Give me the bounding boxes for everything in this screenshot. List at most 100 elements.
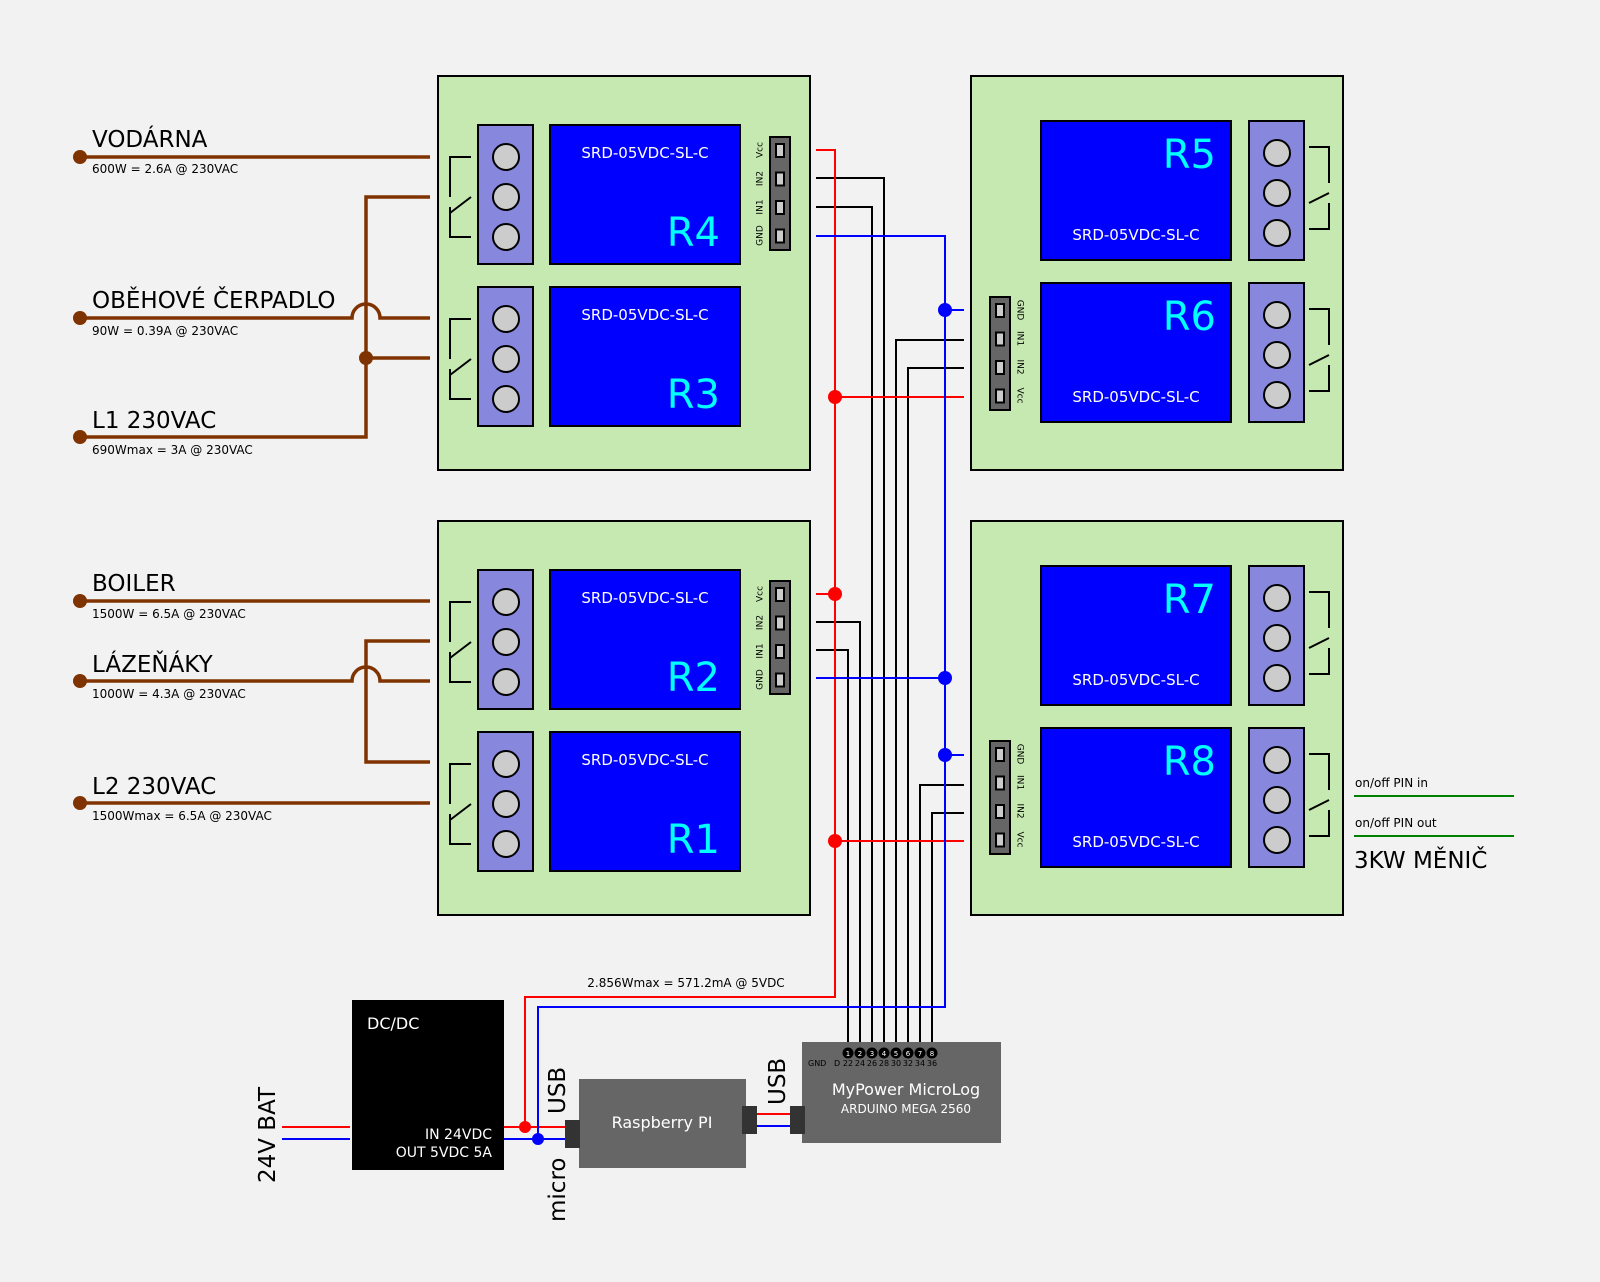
arduino-subtitle: ARDUINO MEGA 2560 bbox=[841, 1102, 971, 1116]
usb-port bbox=[742, 1106, 757, 1134]
screw-terminal bbox=[492, 183, 520, 211]
ac-wiring bbox=[80, 155, 430, 805]
load-l1: L1 230VAC 690Wmax = 3A @ 230VAC bbox=[92, 408, 253, 457]
dcdc-output-spec: OUT 5VDC 5A bbox=[396, 1145, 493, 1161]
terminal-r8 bbox=[1248, 727, 1330, 868]
screw-terminal bbox=[1263, 826, 1291, 854]
relay-label: R6 bbox=[1163, 294, 1216, 340]
relay-label: R1 bbox=[667, 817, 720, 863]
screw-terminal bbox=[1263, 179, 1291, 207]
arduino-pin-number: 6 bbox=[906, 1050, 911, 1058]
header-pin bbox=[995, 804, 1005, 819]
header-pin-label: GND bbox=[1015, 744, 1025, 765]
relay-model-label: SRD-05VDC-SL-C bbox=[1072, 226, 1199, 244]
usb-label-right: USB bbox=[765, 1058, 791, 1105]
header-pin bbox=[995, 747, 1005, 762]
relay-r3: SRD-05VDC-SL-C R3 bbox=[549, 286, 741, 427]
header-pin-label: IN1 bbox=[1015, 331, 1025, 346]
relay-switch-icon bbox=[1308, 308, 1330, 392]
load-spec: 1500Wmax = 6.5A @ 230VAC bbox=[92, 809, 272, 823]
raspberry-pi: Raspberry PI bbox=[565, 1079, 757, 1168]
relay-model-label: SRD-05VDC-SL-C bbox=[581, 751, 708, 769]
arduino-pin: 326 bbox=[866, 1047, 878, 1068]
header-pin-label: IN2 bbox=[1015, 803, 1025, 818]
load-name: BOILER bbox=[92, 571, 176, 597]
header-pin-label: Vcc bbox=[1015, 387, 1025, 403]
arduino-usb-port bbox=[790, 1106, 805, 1134]
power-consumption-note: 2.856Wmax = 571.2mA @ 5VDC bbox=[587, 976, 784, 990]
arduino-pin: 224 bbox=[854, 1047, 866, 1068]
arduino-pin-number: 4 bbox=[882, 1050, 887, 1058]
relay-r2: SRD-05VDC-SL-C R2 bbox=[549, 569, 741, 710]
arduino-pin-label: 22 bbox=[843, 1059, 853, 1068]
screw-terminal bbox=[492, 305, 520, 333]
relay-switch-icon bbox=[449, 318, 472, 400]
header-pin-label: GND bbox=[756, 669, 766, 690]
micro-label: micro bbox=[545, 1158, 571, 1222]
header-pin bbox=[775, 672, 785, 688]
screw-terminal bbox=[1263, 584, 1291, 612]
load-name: L2 230VAC bbox=[92, 774, 216, 800]
inverter-pin-out-label: on/off PIN out bbox=[1355, 816, 1437, 830]
relay-r7: R7 SRD-05VDC-SL-C bbox=[1040, 565, 1232, 706]
arduino-pin-label: 26 bbox=[867, 1059, 877, 1068]
arduino-pin-label: 36 bbox=[927, 1059, 937, 1068]
arduino-pin: 632 bbox=[902, 1047, 914, 1068]
arduino-pin: 530 bbox=[890, 1047, 902, 1068]
arduino-pin-number: 2 bbox=[858, 1050, 862, 1058]
relay-r8: R8 SRD-05VDC-SL-C bbox=[1040, 727, 1232, 868]
header-pin-label: Vcc bbox=[1015, 831, 1025, 847]
header-pin-label: IN1 bbox=[756, 199, 766, 214]
vcc-junctions bbox=[519, 390, 842, 1133]
relay-model-label: SRD-05VDC-SL-C bbox=[1072, 833, 1199, 851]
relay-switch-icon bbox=[449, 156, 472, 238]
terminal-r1 bbox=[449, 731, 534, 872]
arduino-pin-label: 34 bbox=[915, 1059, 925, 1068]
relay-label: R3 bbox=[667, 372, 720, 418]
header-pin-label: GND bbox=[1015, 300, 1025, 321]
load-spec: 1500W = 6.5A @ 230VAC bbox=[92, 607, 246, 621]
usb-label-left: USB bbox=[545, 1067, 571, 1114]
screw-terminal bbox=[1263, 341, 1291, 369]
header-pin-label: IN2 bbox=[756, 171, 766, 186]
relay-label: R5 bbox=[1163, 132, 1216, 178]
header-pin bbox=[775, 171, 785, 187]
relay-label: R8 bbox=[1163, 739, 1216, 785]
relay-label: R4 bbox=[667, 210, 720, 256]
vcc-wiring bbox=[282, 149, 964, 1128]
header-pin bbox=[775, 143, 785, 158]
relay-r6: R6 SRD-05VDC-SL-C bbox=[1040, 282, 1232, 423]
load-name: VODÁRNA bbox=[92, 125, 208, 153]
header-pin bbox=[995, 360, 1005, 375]
relay-model-label: SRD-05VDC-SL-C bbox=[1072, 388, 1199, 406]
header-pin bbox=[775, 200, 785, 215]
arduino-pin: 428 bbox=[878, 1047, 890, 1068]
terminal-r4 bbox=[449, 124, 534, 265]
terminal-r6 bbox=[1248, 282, 1330, 423]
inverter-name: 3KW MĚNIČ bbox=[1354, 846, 1487, 874]
relay-model-label: SRD-05VDC-SL-C bbox=[1072, 671, 1199, 689]
screw-terminal bbox=[1263, 139, 1291, 167]
screw-terminal bbox=[1263, 381, 1291, 409]
arduino-pin-number: 8 bbox=[930, 1050, 934, 1058]
gnd-wiring bbox=[282, 235, 964, 1140]
screw-terminal bbox=[492, 385, 520, 413]
relay-model-label: SRD-05VDC-SL-C bbox=[581, 589, 708, 607]
header-pin-label: Vcc bbox=[756, 142, 766, 158]
raspberry-title: Raspberry PI bbox=[612, 1113, 713, 1132]
relay-label: R7 bbox=[1163, 577, 1216, 623]
dcdc-input-spec: IN 24VDC bbox=[425, 1127, 492, 1143]
screw-terminal bbox=[1263, 786, 1291, 814]
screw-terminal bbox=[492, 668, 520, 696]
load-name: OBĚHOVÉ ČERPADLO bbox=[92, 286, 336, 314]
load-vodarna: VODÁRNA 600W = 2.6A @ 230VAC bbox=[92, 125, 238, 176]
screw-terminal bbox=[492, 750, 520, 778]
inverter-pin-in-label: on/off PIN in bbox=[1355, 776, 1428, 790]
arduino-pin: 122 bbox=[842, 1047, 854, 1068]
relay-model-label: SRD-05VDC-SL-C bbox=[581, 144, 708, 162]
terminal-r2 bbox=[449, 569, 534, 710]
arduino-title: MyPower MicroLog bbox=[832, 1080, 980, 1099]
relay-switch-icon bbox=[449, 601, 472, 683]
